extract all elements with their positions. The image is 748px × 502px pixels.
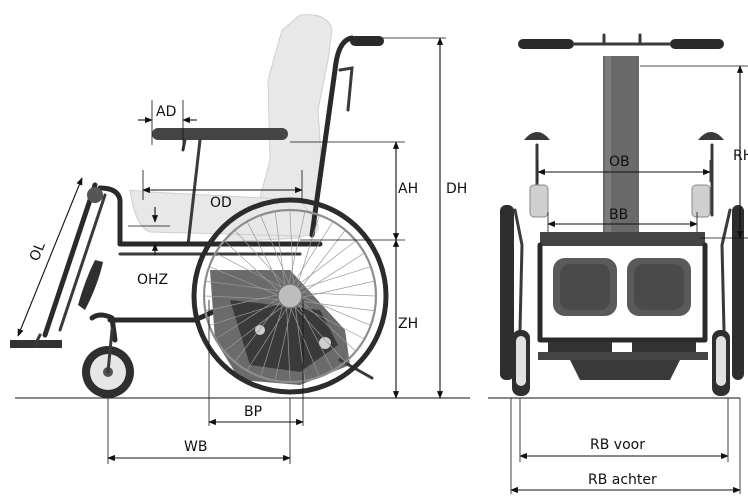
side-view-wheelchair [10, 14, 389, 398]
label-bb: BB [609, 207, 628, 223]
wheel-spoke [289, 210, 294, 287]
wheel-spoke [291, 222, 333, 287]
label-wb: WB [184, 439, 207, 455]
wheel-spoke [286, 305, 291, 382]
wheel-spoke [216, 253, 284, 289]
legrest-hinge [87, 187, 103, 203]
wheel-spoke [204, 295, 281, 300]
label-od: OD [210, 195, 232, 211]
wheel-spoke [299, 280, 374, 299]
calf-support [78, 260, 103, 310]
wheel-spoke [289, 305, 320, 377]
armrest-pad [152, 128, 288, 140]
wheel-spoke [296, 303, 364, 339]
wheel-spoke [299, 299, 356, 351]
wheel-spoke [299, 295, 371, 326]
front-handle-right [670, 39, 724, 49]
front-rear-wheel-right [732, 205, 744, 380]
label-ohz: OHZ [137, 272, 168, 288]
label-rh: RH [733, 148, 748, 164]
front-view-wheelchair [500, 33, 744, 396]
wheel-spoke [235, 300, 282, 362]
front-rear-wheel-left [500, 205, 514, 380]
wheel-spoke [297, 266, 370, 290]
wheel-spoke [274, 305, 293, 380]
wheel-spoke [224, 304, 286, 351]
wheel-spoke [260, 303, 284, 376]
wheel-spoke [216, 297, 281, 339]
wheel-spoke [299, 292, 376, 297]
handle-grip [350, 36, 384, 46]
wheel-spoke [298, 230, 345, 292]
wheel-spoke [247, 305, 289, 370]
label-ol: OL [27, 240, 49, 264]
wheel-spoke [293, 305, 345, 362]
wheel-spoke [260, 215, 291, 287]
label-dh: DH [446, 181, 467, 197]
label-ob: OB [609, 154, 630, 170]
label-rb-voor: RB voor [590, 437, 645, 453]
wheel-spoke [206, 280, 282, 292]
front-view-dimensions: OB BB RH RB voor RB achter [510, 65, 748, 494]
main-wheel-hub [277, 283, 303, 309]
wheel-spoke [210, 302, 283, 326]
wheel-spoke [298, 300, 374, 312]
wheel-spoke [247, 222, 283, 290]
front-handle-left [518, 39, 574, 49]
main-wheel-tyre [191, 197, 389, 395]
wheel-spoke [235, 230, 287, 287]
wheel-spoke [224, 241, 281, 293]
label-rb-achter: RB achter [588, 472, 657, 488]
knob-right [698, 132, 724, 140]
label-ad: AD [156, 104, 176, 120]
wheel-spoke [296, 216, 320, 289]
wheel-spoke [299, 253, 364, 295]
front-seat-plate [540, 232, 705, 246]
wheel-spoke [294, 241, 356, 288]
wheel-spoke [297, 302, 333, 370]
label-zh: ZH [398, 316, 418, 332]
wheel-spoke [274, 212, 286, 288]
push-handle [309, 35, 355, 238]
side-view-dimensions: AD OD OHZ OL AH ZH DH BP [17, 37, 467, 464]
main-wheel-rim [202, 208, 378, 384]
label-ah: AH [398, 181, 418, 197]
wheel-spoke [287, 212, 306, 287]
knob-left [524, 132, 550, 140]
label-bp: BP [244, 404, 262, 420]
wheel-spoke [206, 293, 281, 312]
wheel-spoke [209, 266, 281, 297]
